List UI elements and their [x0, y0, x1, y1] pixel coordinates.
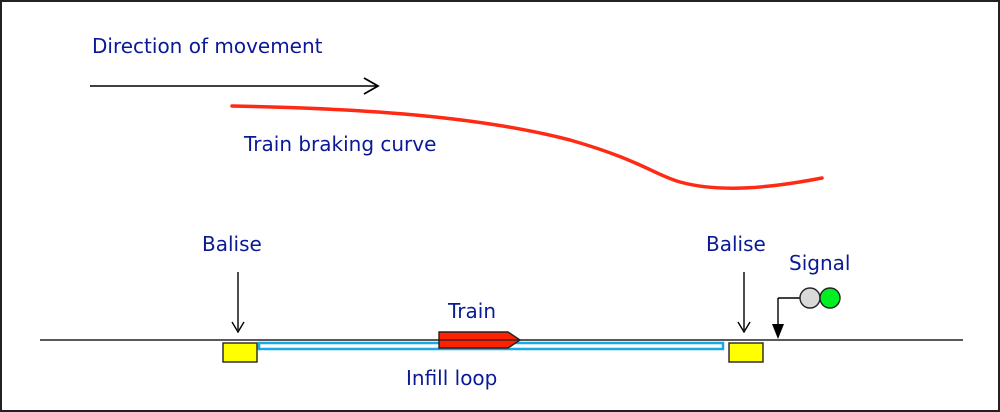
signal-label: Signal: [789, 251, 850, 275]
braking-curve: [230, 104, 824, 190]
direction-arrow-head-icon: [363, 77, 380, 95]
signal-lamp-off: [799, 287, 821, 309]
signal: [772, 287, 841, 339]
balise-left-arrow-icon: [231, 321, 245, 334]
balise-right: [728, 342, 764, 363]
balise-left: [222, 342, 258, 363]
balise-right-label: Balise: [706, 232, 766, 256]
infill-loop-label: Infill loop: [406, 366, 497, 390]
braking-curve-label: Train braking curve: [243, 132, 436, 156]
balise-left-label: Balise: [202, 232, 262, 256]
signal-arrow-icon: [772, 324, 784, 339]
direction-label: Direction of movement: [92, 34, 323, 58]
train-label: Train: [447, 299, 496, 323]
balise-right-arrow-icon: [737, 321, 751, 334]
signal-lamp-green: [819, 287, 841, 309]
